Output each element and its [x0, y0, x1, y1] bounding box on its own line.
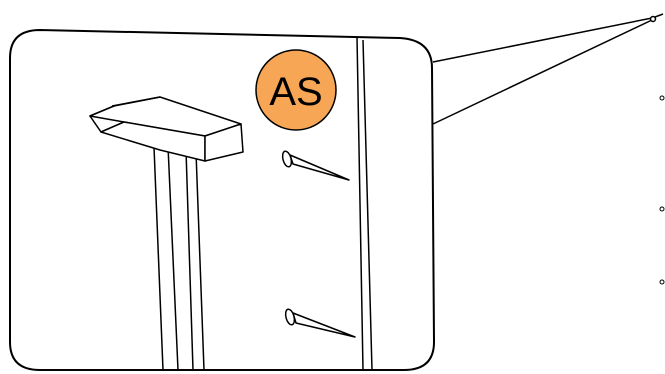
callout-point-tick	[655, 14, 663, 17]
marker-dot	[660, 96, 664, 100]
callout-point	[651, 17, 656, 22]
marker-dot	[660, 207, 664, 211]
wall-edge	[357, 37, 372, 370]
callout-pointer	[433, 18, 652, 124]
nail-icon	[284, 308, 355, 337]
nail-icon	[281, 150, 349, 180]
as-badge: AS	[256, 50, 336, 130]
marker-dot	[660, 280, 664, 284]
as-badge-label: AS	[269, 70, 322, 114]
hammer-icon	[90, 97, 243, 370]
